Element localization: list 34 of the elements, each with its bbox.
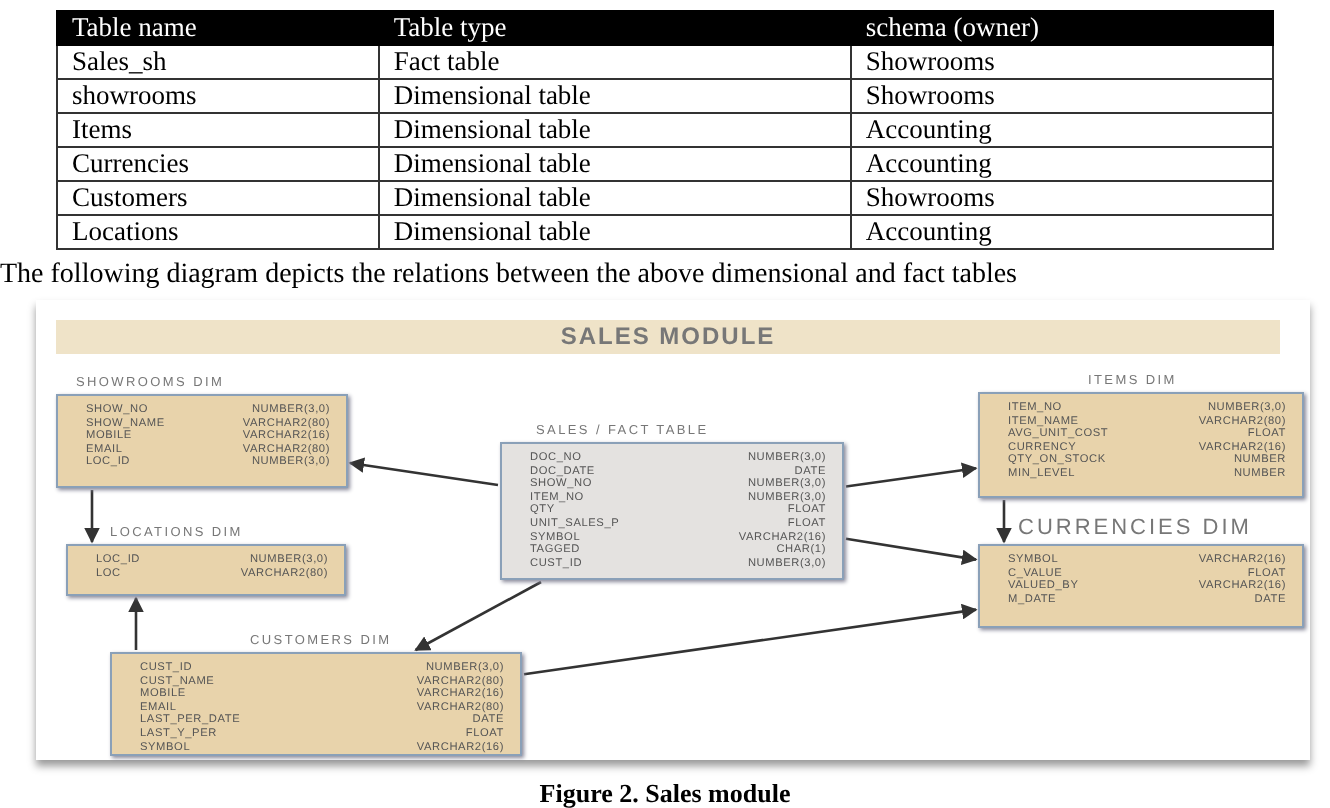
figure-caption: Figure 2. Sales module bbox=[537, 778, 793, 808]
table-cell: Customers bbox=[57, 181, 379, 215]
table-cell: Accounting bbox=[850, 147, 1273, 181]
table-cell: Accounting bbox=[850, 113, 1273, 147]
arrow bbox=[996, 500, 1012, 544]
arrow bbox=[128, 596, 144, 650]
arrow bbox=[523, 603, 978, 676]
table-heading: CURRENCIES DIM bbox=[1018, 516, 1252, 542]
figure-panel bbox=[36, 300, 1310, 760]
table-cell: Dimensional table bbox=[378, 181, 851, 215]
header-cell: schema (owner) bbox=[850, 11, 1273, 45]
table-cell: Sales_sh bbox=[57, 45, 379, 79]
table-cell: Dimensional table bbox=[378, 79, 851, 113]
table-cell: Dimensional table bbox=[378, 147, 851, 181]
table-cell: showrooms bbox=[57, 79, 379, 113]
arrow bbox=[348, 457, 499, 487]
arrow bbox=[845, 537, 978, 566]
table-cell: Showrooms bbox=[850, 45, 1273, 79]
table-cell: Dimensional table bbox=[378, 215, 851, 249]
arrow bbox=[84, 490, 100, 544]
sentence: The following diagram depicts the relations between the above dimensional and fact tables bbox=[0, 260, 1017, 292]
table-cell: Locations bbox=[57, 215, 379, 249]
table-cell: Items bbox=[57, 113, 379, 147]
table-cell: Showrooms bbox=[850, 79, 1273, 113]
header-cell: Table type bbox=[378, 11, 851, 45]
table-cell: Accounting bbox=[850, 215, 1273, 249]
table-cell: Currencies bbox=[57, 147, 379, 181]
arrow bbox=[414, 580, 542, 652]
table-cell: Fact table bbox=[378, 45, 851, 79]
header-cell: Table name bbox=[57, 11, 379, 45]
table-cell: Showrooms bbox=[850, 181, 1273, 215]
diagram-title-band: SALES MODULE bbox=[56, 320, 1280, 354]
arrow bbox=[845, 462, 978, 488]
table-cell: Dimensional table bbox=[378, 113, 851, 147]
